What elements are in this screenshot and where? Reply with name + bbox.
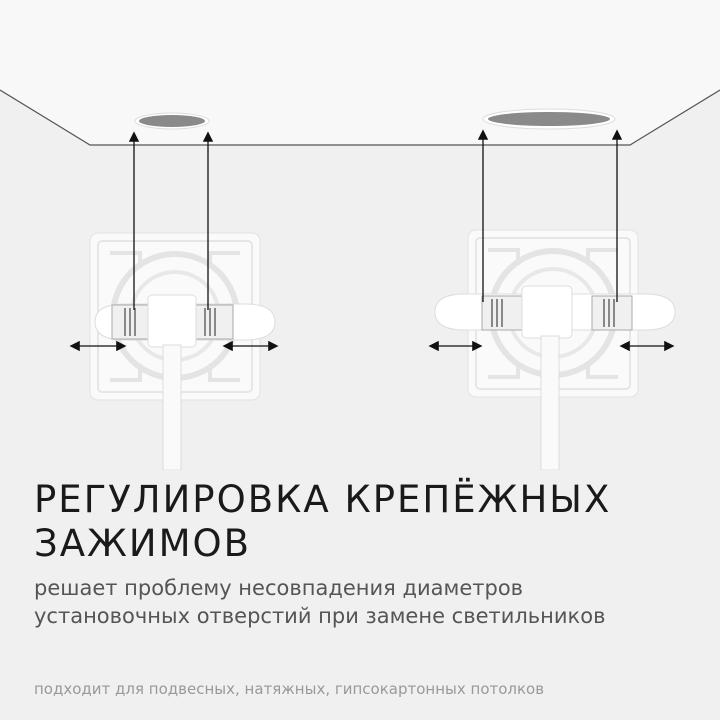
lamp-clips-extended (434, 230, 676, 470)
subtitle-line-1: решает проблему несовпадения диаметров (34, 576, 524, 600)
ceiling (0, 0, 720, 146)
ceiling-hole-small (134, 112, 210, 130)
subtitle-line-2: установочных отверстий при замене светил… (34, 604, 606, 628)
headline-line-1: РЕГУЛИРОВКА КРЕПЁЖНЫХ (34, 478, 612, 521)
ceiling-hole-large (482, 108, 616, 130)
vertical-arrows (128, 129, 623, 310)
product-illustration (0, 0, 720, 470)
headline-line-2: ЗАЖИМОВ (34, 522, 251, 565)
lamp-clips-retracted (90, 233, 276, 470)
footer-note: подходит для подвесных, натяжных, гипсок… (34, 680, 545, 698)
subtitle: решает проблему несовпадения диаметров у… (34, 574, 605, 630)
headline: РЕГУЛИРОВКА КРЕПЁЖНЫХ ЗАЖИМОВ (34, 478, 611, 566)
